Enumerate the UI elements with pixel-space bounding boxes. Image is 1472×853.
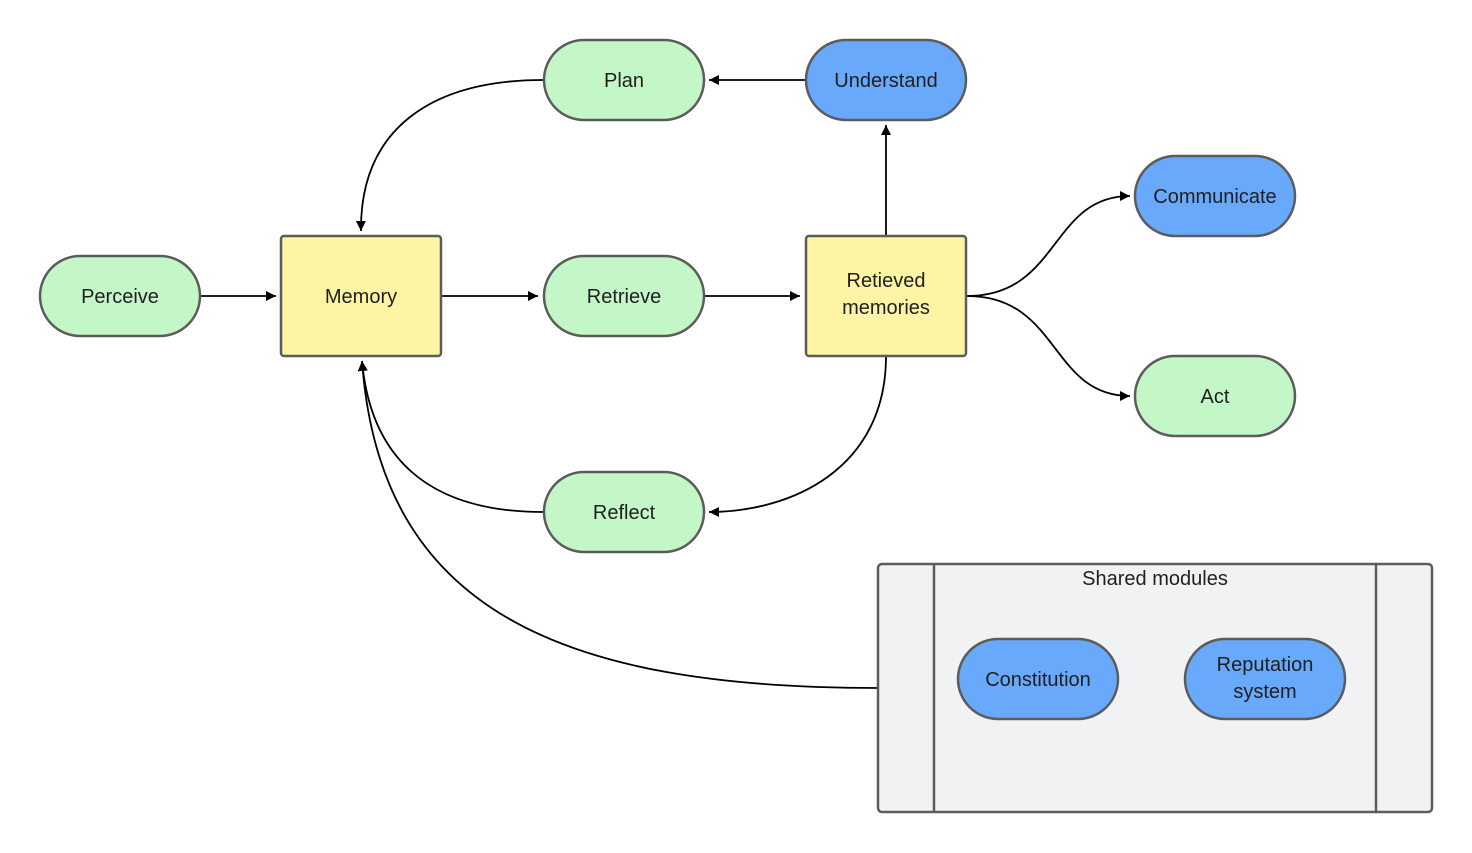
node-retrieved-memories-line2: memories xyxy=(842,297,930,319)
node-memory: Memory xyxy=(279,234,443,358)
edge-retrieved-memories-to-act xyxy=(966,295,1131,401)
node-act-label: Act xyxy=(1201,386,1230,408)
node-act: Act xyxy=(1133,354,1297,438)
edge-shared-modules-to-memory xyxy=(357,360,879,689)
shared-modules-title: Shared modules xyxy=(1082,568,1228,590)
edge-retrieved-memories-to-communicate xyxy=(966,191,1131,297)
node-retrieved-memories-line1: Retieved xyxy=(847,270,926,292)
shared-modules-panel: Shared modules Constitution Reputation s… xyxy=(876,562,1434,814)
node-reflect-label: Reflect xyxy=(593,502,656,524)
node-constitution: Constitution xyxy=(956,637,1120,721)
node-understand-label: Understand xyxy=(834,70,937,92)
node-communicate-label: Communicate xyxy=(1153,186,1276,208)
node-retrieve: Retrieve xyxy=(542,254,706,338)
node-communicate: Communicate xyxy=(1133,154,1297,238)
node-perceive: Perceive xyxy=(38,254,202,338)
edge-plan-to-memory xyxy=(355,79,544,232)
node-retrieve-label: Retrieve xyxy=(587,286,661,308)
node-reflect: Reflect xyxy=(542,470,706,554)
node-reputation-system-line1: Reputation xyxy=(1217,654,1314,676)
node-retrieved-memories: Retieved memories xyxy=(804,234,968,358)
node-reputation-system: Reputation system xyxy=(1183,637,1347,721)
node-plan-label: Plan xyxy=(604,70,644,92)
edge-retrieved-memories-to-reflect xyxy=(708,355,887,517)
node-memory-label: Memory xyxy=(325,286,397,308)
node-perceive-label: Perceive xyxy=(81,286,159,308)
edge-reflect-to-memory xyxy=(357,360,544,513)
node-plan: Plan xyxy=(542,38,706,122)
node-understand: Understand xyxy=(804,38,968,122)
node-reputation-system-line2: system xyxy=(1233,681,1296,703)
edges xyxy=(201,75,1131,689)
node-constitution-label: Constitution xyxy=(985,669,1091,691)
